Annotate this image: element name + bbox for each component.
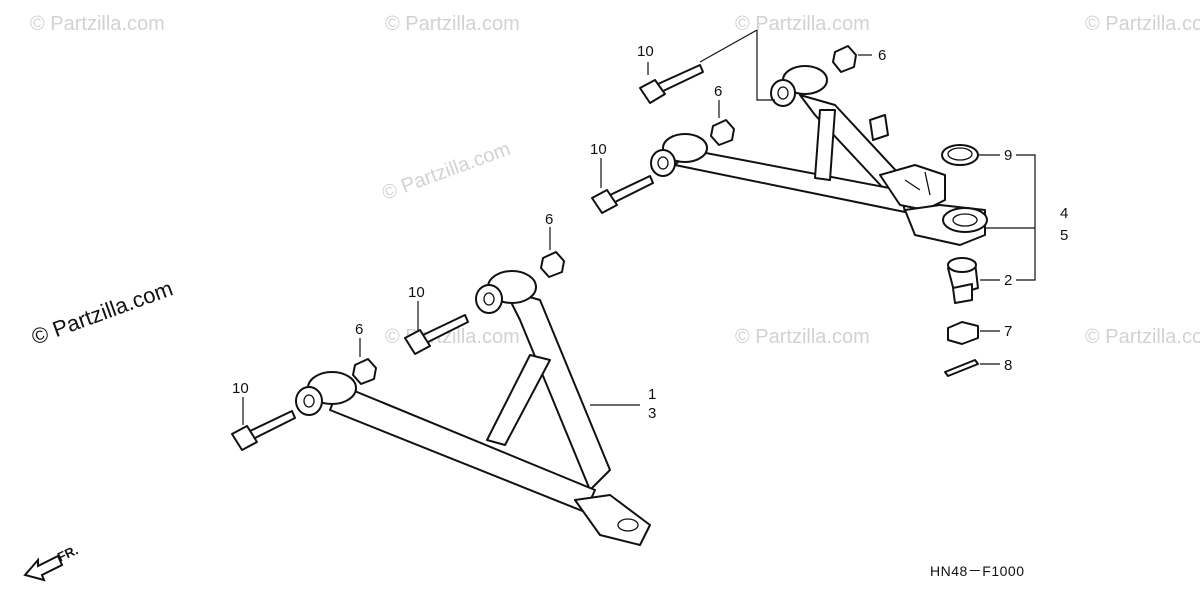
castle-nut	[947, 321, 979, 345]
callout-label: 2	[1004, 272, 1012, 289]
nut-upper-rear	[832, 45, 857, 73]
bolt-upper-rear	[639, 64, 704, 104]
watermark-layer: © Partzilla.com © Partzilla.com © Partzi…	[28, 13, 1200, 350]
bolt-lower-front	[231, 410, 296, 451]
watermark-text: © Partzilla.com	[735, 326, 870, 348]
callout-label: 6	[545, 211, 553, 228]
direction-label: FR.	[55, 542, 80, 564]
callout-label: 10	[232, 380, 249, 397]
callout-label: 3	[648, 405, 656, 422]
bolt-upper-front	[591, 175, 654, 214]
lower-arm-assembly	[295, 270, 651, 546]
ball-joint	[947, 257, 979, 304]
watermark-text: © Partzilla.com	[385, 13, 520, 35]
nut-lower-rear	[540, 251, 565, 278]
nut-lower-front	[352, 358, 377, 385]
nut-upper-front	[710, 119, 735, 146]
callout-label: 7	[1004, 323, 1012, 340]
callout-label: 5	[1060, 227, 1068, 244]
circlip	[941, 144, 979, 166]
callout-label: 8	[1004, 357, 1012, 374]
watermark-main: © Partzilla.com	[28, 276, 176, 350]
callout-label: 1	[648, 386, 656, 403]
callout-label: 4	[1060, 205, 1068, 222]
watermark-text: © Partzilla.com	[1085, 326, 1200, 348]
callout-label: 10	[408, 284, 425, 301]
callout-label: 6	[714, 83, 722, 100]
upper-arm-assembly	[650, 65, 988, 246]
front-direction-arrow: FR.	[23, 542, 80, 582]
watermark-text: © Partzilla.com	[1085, 13, 1200, 35]
callout-label: 6	[878, 47, 886, 64]
bolt-lower-rear	[404, 314, 469, 355]
callout-label: 6	[355, 321, 363, 338]
leader-lines	[242, 29, 1036, 425]
watermark-text: © Partzilla.com	[735, 13, 870, 35]
callout-label: 10	[590, 141, 607, 158]
cotter-pin	[944, 359, 979, 377]
callout-label: 10	[637, 43, 654, 60]
callout-labels: 10 6 6 10 6 10 6 10 1 3 9 4 5 2 7 8	[232, 43, 1068, 422]
watermark-text: © Partzilla.com	[379, 138, 513, 205]
arrow-left-icon	[23, 554, 64, 582]
callout-label: 9	[1004, 147, 1012, 164]
watermark-text: © Partzilla.com	[30, 13, 165, 35]
diagram-code: HN48－F1000	[930, 563, 1025, 579]
